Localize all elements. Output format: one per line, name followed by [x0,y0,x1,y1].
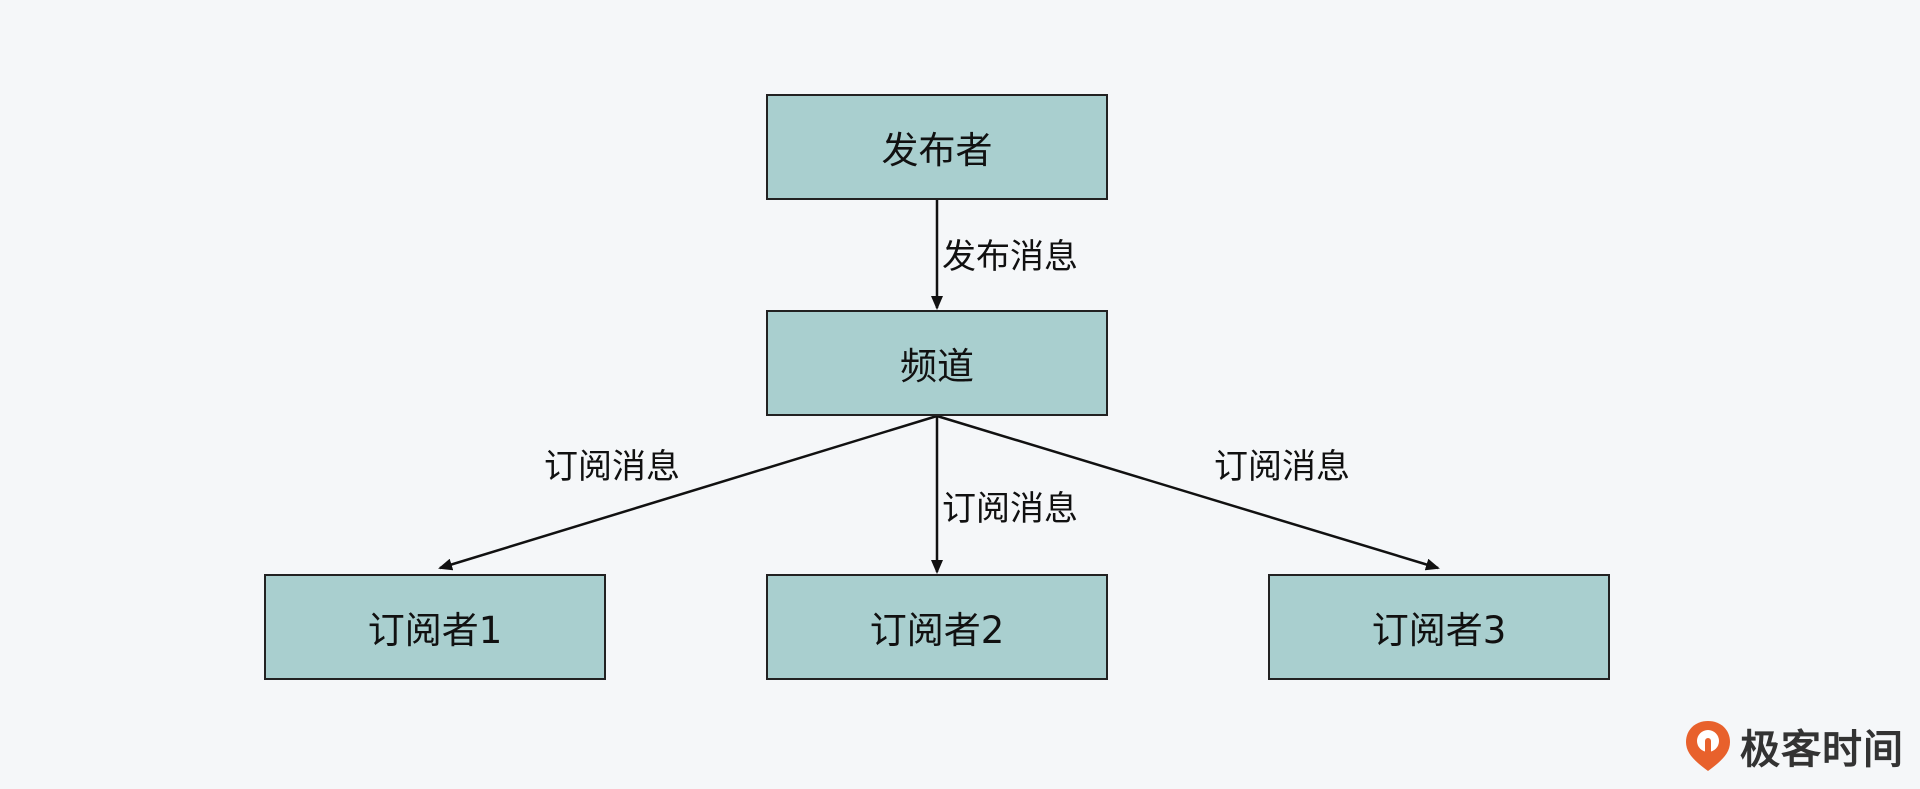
channel-label: 频道 [900,345,974,388]
publish-edge-label: 发布消息 [942,237,1078,277]
channel-node: 频道 [766,310,1108,416]
subscriber2-label: 订阅者2 [869,609,1005,652]
edge-channel-to-subscriber1 [438,414,938,571]
publisher-label: 发布者 [881,129,993,172]
brand-watermark: 极客时间 [1684,717,1904,775]
subscriber1-label: 订阅者1 [367,609,503,652]
subscribe-middle-edge-label: 订阅消息 [942,489,1078,529]
subscribe-left-edge-label: 订阅消息 [544,447,680,487]
subscribe-right-edge-label: 订阅消息 [1214,447,1350,487]
edge-channel-to-subscriber3 [936,414,1440,571]
subscriber1-node: 订阅者1 [264,574,606,680]
brand-name: 极客时间 [1740,727,1904,773]
subscriber3-label: 订阅者3 [1371,609,1507,652]
geektime-logo-icon [1686,721,1730,771]
subscriber3-node: 订阅者3 [1268,574,1610,680]
subscriber2-node: 订阅者2 [766,574,1108,680]
publisher-node: 发布者 [766,94,1108,200]
